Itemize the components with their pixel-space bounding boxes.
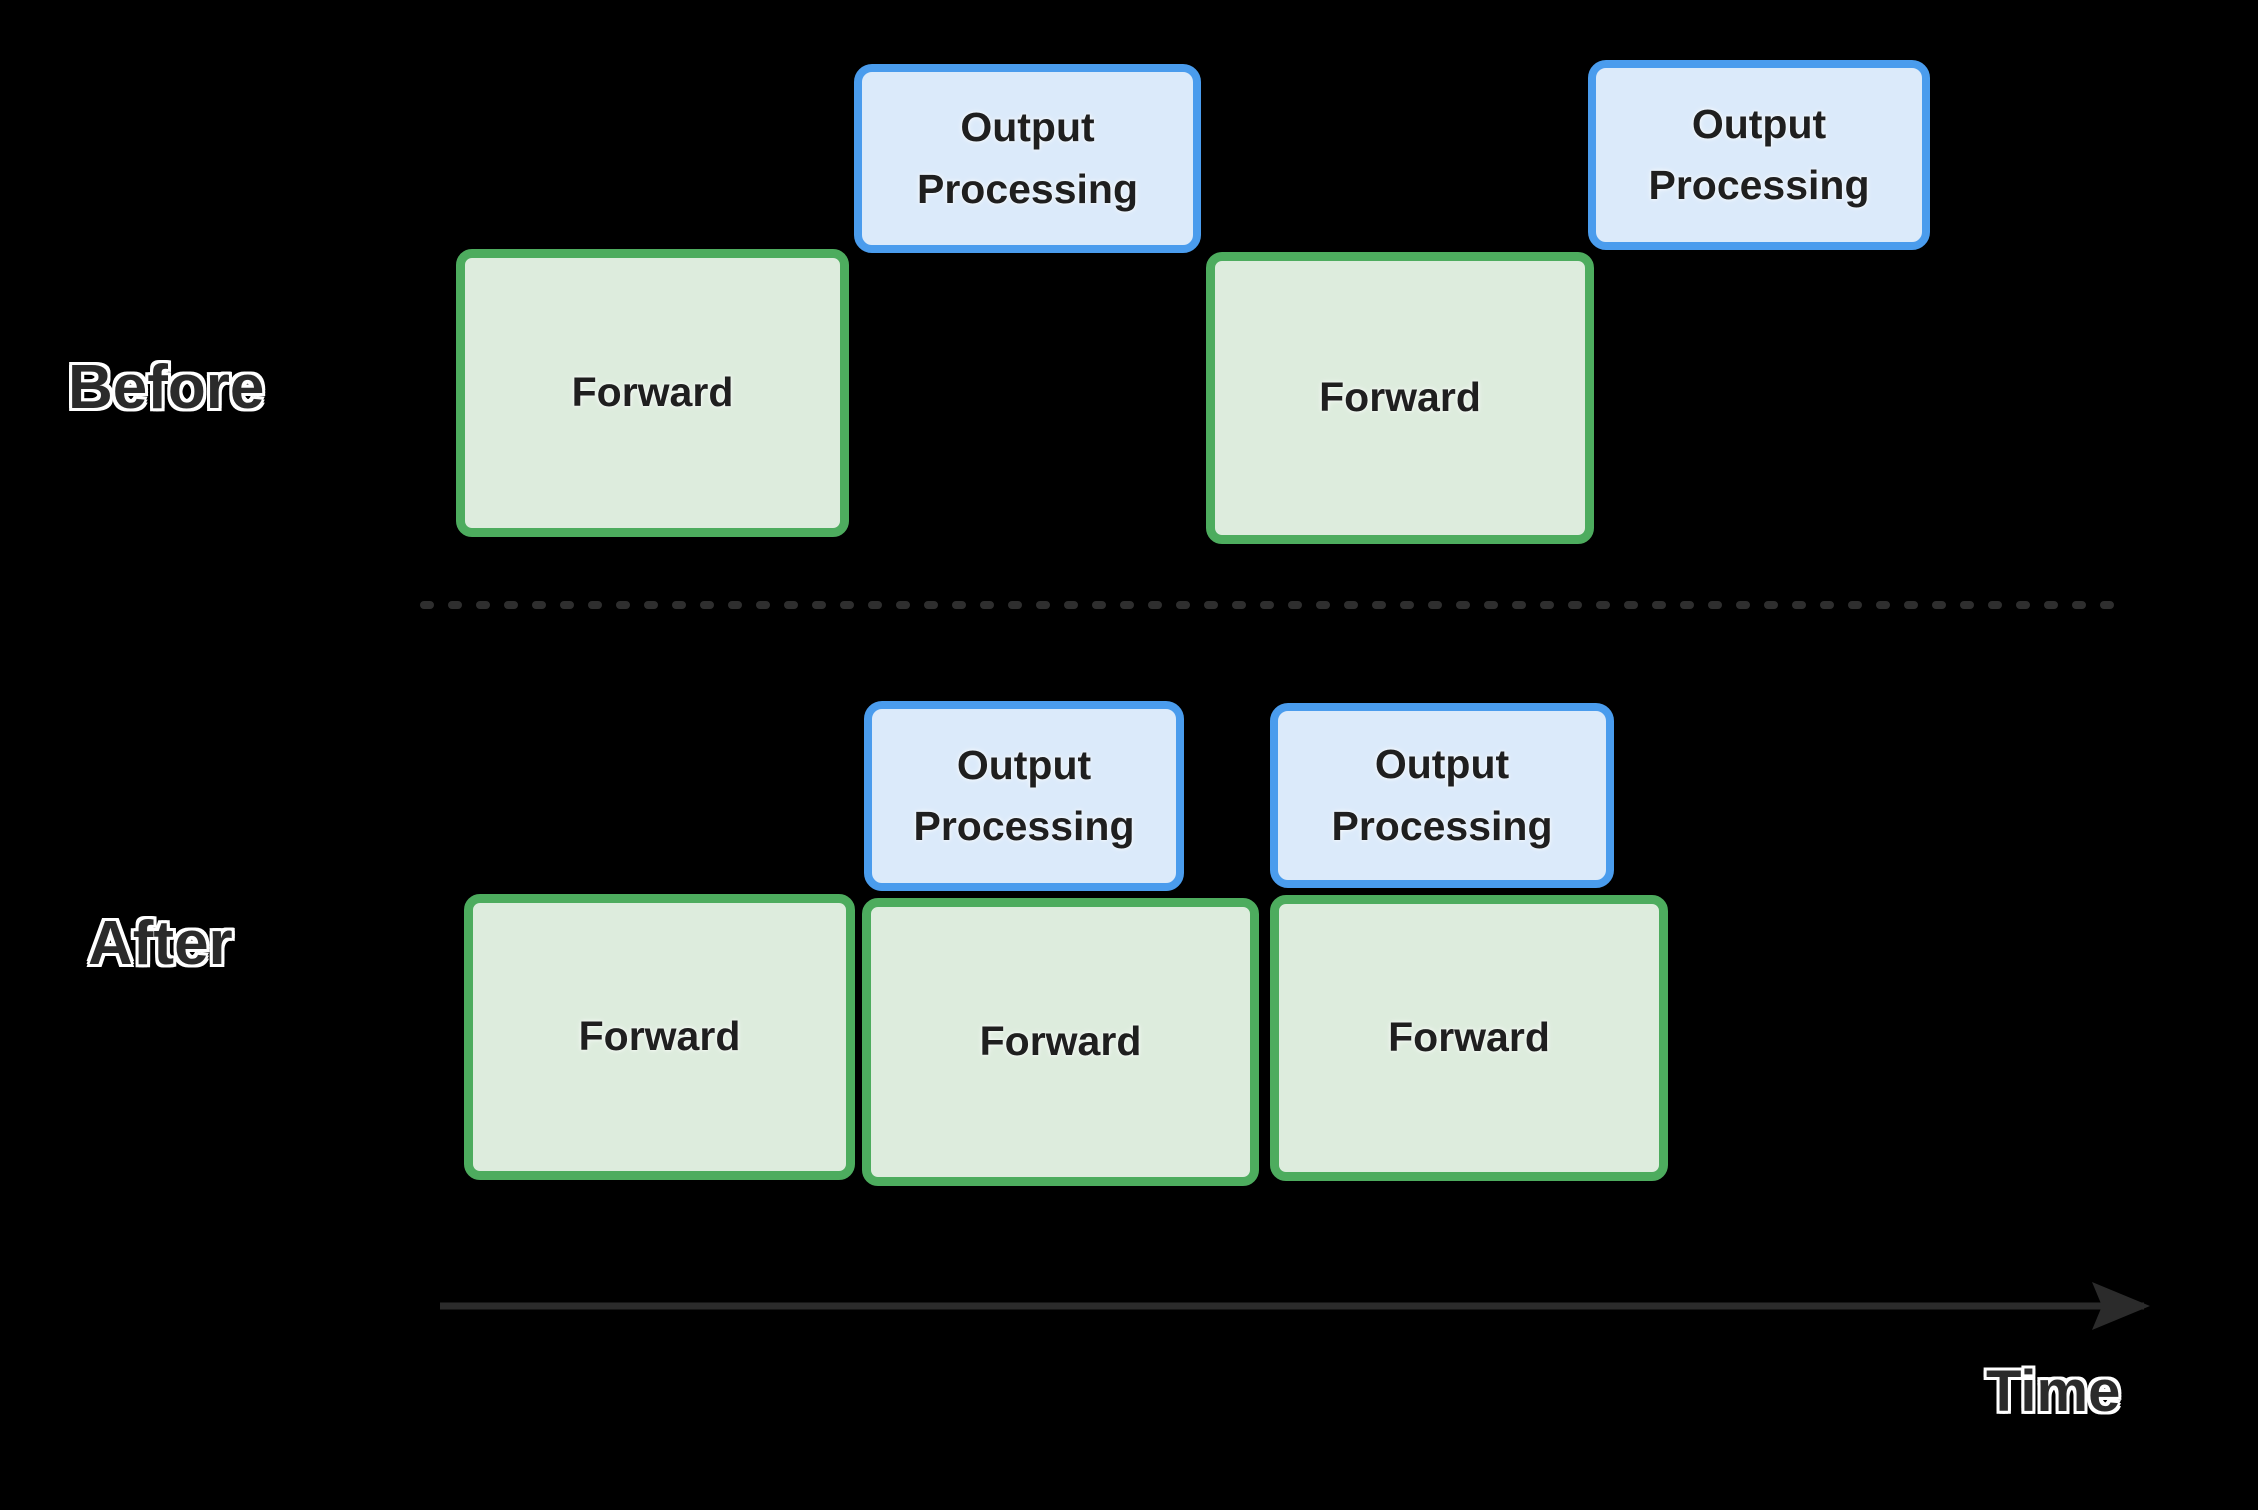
after-label: After <box>88 909 233 978</box>
box-label: Output Processing <box>913 741 1135 850</box>
box-label: Forward <box>578 1013 741 1060</box>
forward-box: Forward <box>464 894 855 1180</box>
box-label: Output Processing <box>1331 741 1553 849</box>
box-label: Output Processing <box>916 104 1139 212</box>
box-label: Forward <box>979 1018 1142 1065</box>
output-processing-box: Output Processing <box>1588 60 1930 250</box>
time-label: Time <box>1986 1359 2121 1424</box>
forward-box: Forward <box>1206 252 1594 544</box>
output-processing-box: Output Processing <box>864 701 1184 891</box>
forward-box: Forward <box>1270 895 1668 1181</box>
output-processing-box: Output Processing <box>1270 703 1614 888</box>
forward-box: Forward <box>456 249 849 537</box>
box-label: Output Processing <box>1648 100 1870 209</box>
before-label: Before <box>68 353 265 422</box>
box-label: Forward <box>571 369 734 416</box>
box-label: Forward <box>1319 374 1481 421</box>
box-label: Forward <box>1388 1014 1550 1061</box>
forward-box: Forward <box>862 898 1259 1186</box>
output-processing-box: Output Processing <box>854 64 1201 253</box>
